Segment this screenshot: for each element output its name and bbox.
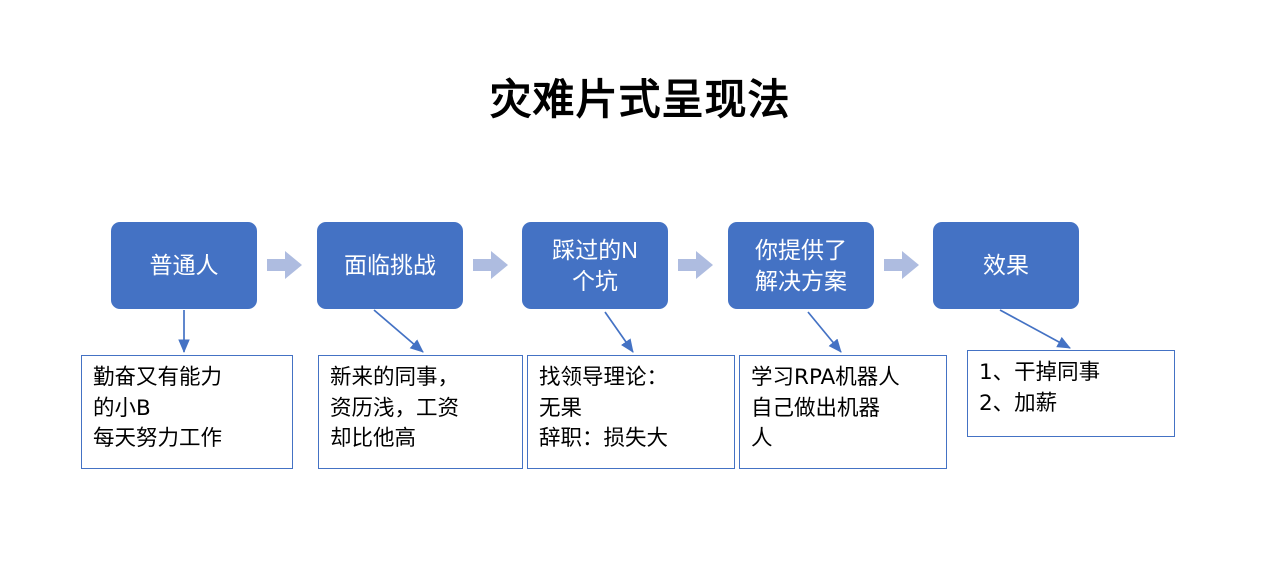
stage-label: 面临挑战 xyxy=(344,252,436,279)
stage-box-facing-challenge[interactable]: 面临挑战 xyxy=(317,222,463,309)
stage-label: 普通人 xyxy=(149,252,219,279)
page-title: 灾难片式呈现法 xyxy=(489,76,791,123)
chevron-right-icon-4 xyxy=(884,250,920,280)
detail-box-ordinary-person[interactable]: 勤奋又有能力 的小B 每天努力工作 xyxy=(81,355,293,469)
detail-box-facing-challenge[interactable]: 新来的同事， 资历浅，工资 却比他高 xyxy=(318,355,523,469)
chevron-right-icon-3 xyxy=(678,250,714,280)
connector-arrow-5 xyxy=(999,309,1071,349)
stage-box-result[interactable]: 效果 xyxy=(933,222,1079,309)
chevron-right-icon-1 xyxy=(267,250,303,280)
stage-label: 效果 xyxy=(983,252,1029,279)
stage-box-pitfalls[interactable]: 踩过的N 个坑 xyxy=(522,222,668,309)
stage-label: 踩过的N 个坑 xyxy=(552,237,638,294)
stage-box-you-provide-solution[interactable]: 你提供了 解决方案 xyxy=(728,222,874,309)
stage-label: 你提供了 解决方案 xyxy=(755,237,847,294)
detail-box-solution[interactable]: 学习RPA机器人 自己做出机器 人 xyxy=(739,355,947,469)
stage-box-ordinary-person[interactable]: 普通人 xyxy=(111,222,257,309)
connector-arrow-2 xyxy=(373,309,424,353)
detail-box-result[interactable]: 1、干掉同事 2、加薪 xyxy=(967,350,1175,437)
connector-arrow-3 xyxy=(604,311,634,353)
connector-arrow-4 xyxy=(807,311,842,353)
detail-box-pitfalls[interactable]: 找领导理论： 无果 辞职：损失大 xyxy=(527,355,735,469)
chevron-right-icon-2 xyxy=(473,250,509,280)
